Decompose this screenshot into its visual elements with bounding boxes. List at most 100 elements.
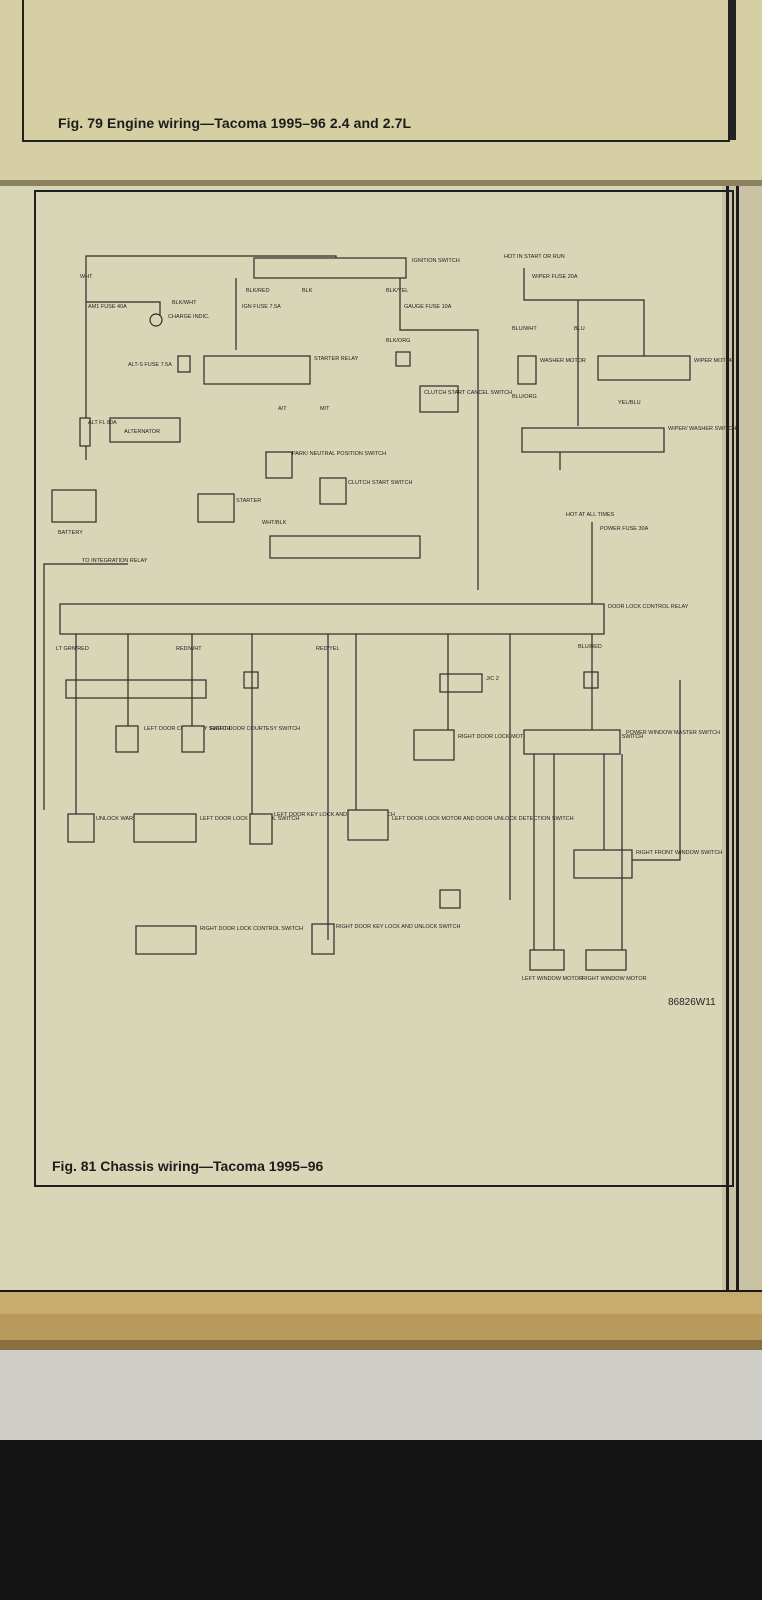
wire-wiper-feed: [523, 268, 645, 356]
left-window-motor-box: [529, 949, 565, 971]
left-window-motor-label: LEFT WINDOW MOTOR: [522, 976, 583, 982]
wire-label-wht-blk: WHT/BLK: [262, 520, 287, 526]
clutch-cancel-box: [419, 385, 459, 413]
wire-charge: [86, 301, 161, 318]
ign-fuse-label: IGN FUSE 7.5A: [242, 304, 281, 310]
battery-box: [51, 489, 97, 523]
door-lock-relay-label: DOOR LOCK CONTROL RELAY: [608, 604, 689, 610]
right-window-motor-box: [585, 949, 627, 971]
left-lock-motor-box: [347, 809, 389, 841]
ignition-switch-label: IGNITION SWITCH: [412, 258, 460, 264]
clutch-start-label: CLUTCH START SWITCH: [348, 480, 413, 486]
left-lock-control-box: [133, 813, 197, 843]
am1-fuse-label: AM1 FUSE 40A: [88, 304, 127, 310]
starter-relay-label: STARTER RELAY: [314, 356, 359, 362]
wire-gauge: [399, 278, 479, 590]
jc-connector-1: [177, 355, 191, 373]
wiper-fuse-label: WIPER FUSE 20A: [532, 274, 578, 280]
book-cover-edge: [0, 1314, 762, 1340]
wire-label-blk-wht: BLK/WHT: [172, 300, 197, 306]
hot-start-run-label: HOT IN START OR RUN: [504, 254, 565, 260]
dark-floor: [0, 1440, 762, 1600]
left-key-switch-label: LEFT DOOR KEY LOCK AND UNLOCK SWITCH: [274, 812, 395, 818]
top-figure-frame: [22, 0, 730, 142]
wiper-switch-label: WIPER/ WASHER SWITCH: [668, 426, 736, 432]
wiper-motor-box: [597, 355, 691, 381]
book-right-edge: [722, 186, 762, 1290]
right-lock-control-box: [135, 925, 197, 955]
right-front-window-label: RIGHT FRONT WINDOW SWITCH: [636, 850, 722, 856]
charge-indic-label: CHARGE INDIC.: [168, 314, 210, 320]
clutch-cancel-label: CLUTCH START CANCEL SWITCH: [424, 390, 512, 396]
left-lock-motor-label: LEFT DOOR LOCK MOTOR AND DOOR UNLOCK DET…: [392, 816, 574, 822]
right-lock-control-label: RIGHT DOOR LOCK CONTROL SWITCH: [200, 926, 303, 932]
wiper-switch-box: [521, 427, 665, 453]
wire-label-blu-wht: BLU/WHT: [512, 326, 537, 332]
wire-blu-red-2: [632, 680, 681, 861]
jc-connector-2: [243, 671, 259, 689]
desk-surface: [0, 1350, 762, 1440]
charge-lamp-icon: [149, 313, 163, 327]
wire-label-mt: M/T: [320, 406, 330, 412]
unlock-warning-box: [67, 813, 95, 843]
starter-box: [197, 493, 235, 523]
door-lock-section: HOT AT ALL TIMES POWER FUSE 30A DOOR LOC…: [56, 512, 722, 982]
alternator-box: [109, 417, 181, 443]
right-key-switch-box: [311, 923, 335, 955]
alternator-label: ALTERNATOR: [124, 429, 160, 435]
wire-label-red-wht: RED/WHT: [176, 646, 202, 652]
page-spine-line: [730, 0, 736, 140]
wiper-motor-label: WIPER MOTOR: [694, 358, 734, 364]
figure-79-caption: Fig. 79 Engine wiring—Tacoma 1995–96 2.4…: [58, 115, 412, 131]
power-window-master-box: [523, 729, 621, 755]
left-courtesy-box: [115, 725, 139, 753]
washer-motor-label: WASHER MOTOR: [540, 358, 586, 364]
clutch-start-box: [319, 477, 347, 505]
figure-81-caption: Fig. 81 Chassis wiring—Tacoma 1995–96: [52, 1158, 324, 1174]
chassis-wiring-schematic: IGNITION SWITCH WHT AM1 FUSE 40A BLK/WHT…: [43, 254, 736, 982]
washer-motor-box: [517, 355, 537, 385]
starter-label: STARTER: [236, 498, 261, 504]
right-lock-motor-box: [413, 729, 455, 761]
wire-label-blu-red: BLU/RED: [578, 644, 602, 650]
wire-label-lt-grn-red: LT GRN/RED: [56, 646, 89, 652]
figure-81-frame: [34, 190, 734, 1187]
right-front-window-box: [573, 849, 633, 879]
wire-label-yel-blu: YEL/BLU: [618, 400, 641, 406]
starter-relay-box: [203, 355, 311, 385]
wire-wht-main: [85, 255, 337, 270]
wire-label-blk-red: BLK/RED: [246, 288, 270, 294]
ignition-switch-box: [253, 257, 407, 279]
power-fuse-label: POWER FUSE 30A: [600, 526, 649, 532]
wire-integration: [43, 563, 128, 810]
wire-label-at: A/T: [278, 406, 287, 412]
right-courtesy-label: RIGHT DOOR COURTESY SWITCH: [210, 726, 300, 732]
wire-label-blu: BLU: [574, 326, 585, 332]
jc2-connector: [439, 673, 483, 693]
book-page-edges: [0, 1292, 762, 1314]
alt-fl-label: ALT FL 80A: [88, 420, 117, 426]
park-neutral-label: PARK/ NEUTRAL POSITION SWITCH: [292, 451, 386, 457]
park-neutral-box: [265, 451, 293, 479]
alt-fl-fuse-icon: [79, 417, 91, 447]
jc2-label: J/C 2: [486, 676, 499, 682]
power-window-master-label: POWER WINDOW MASTER SWITCH: [626, 730, 720, 736]
right-key-switch-label: RIGHT DOOR KEY LOCK AND UNLOCK SWITCH: [336, 924, 461, 930]
jc-bar-left: [65, 679, 207, 699]
jb-block-2: [269, 535, 421, 559]
jb-connector-1: [395, 351, 411, 367]
hot-all-times-label: HOT AT ALL TIMES: [566, 512, 615, 518]
integration-relay-label: TO INTEGRATION RELAY: [82, 558, 148, 564]
battery-label: BATTERY: [58, 530, 83, 536]
right-window-motor-label: RIGHT WINDOW MOTOR: [582, 976, 647, 982]
door-lock-relay-box: [59, 603, 605, 635]
jc-connector-4: [439, 889, 461, 909]
unlock-warning-label: UNLOCK WARNING SWITCH: [96, 816, 170, 822]
ignition-section: IGNITION SWITCH WHT AM1 FUSE 40A BLK/WHT…: [43, 255, 512, 810]
wiper-section: HOT IN START OR RUN WIPER FUSE 20A WASHE…: [504, 254, 736, 470]
wire-label-blk: BLK: [302, 288, 313, 294]
figure-code: 86826W11: [668, 997, 716, 1008]
gauge-fuse-label: GAUGE FUSE 10A: [404, 304, 452, 310]
alt-s-fuse-label: ALT-S FUSE 7.5A: [128, 362, 172, 368]
left-key-switch-box: [249, 813, 273, 845]
